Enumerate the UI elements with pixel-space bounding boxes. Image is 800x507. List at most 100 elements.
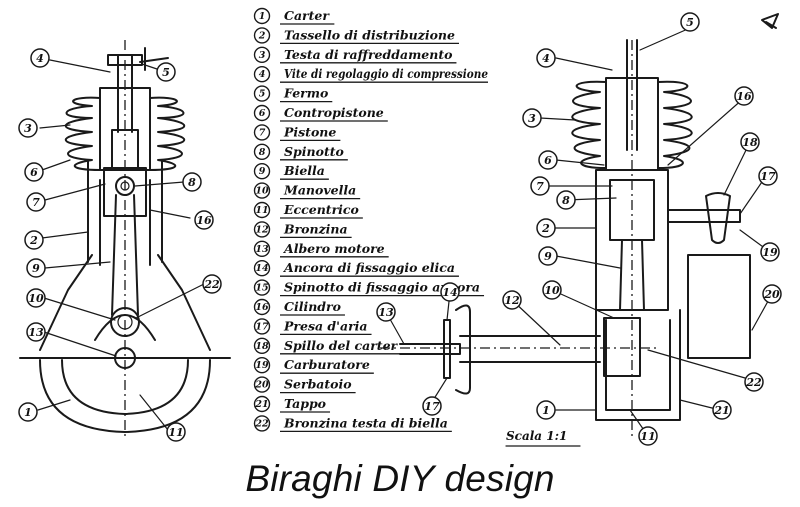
legend-item: 19 Carburatore [253, 357, 374, 374]
right-conrod [619, 239, 645, 311]
callout-number: 17 [424, 400, 440, 413]
legend-number: 14 [255, 263, 268, 274]
callout-circle [638, 426, 658, 446]
legend-label: Albero motore [283, 241, 385, 256]
legend-label: Spillo del carter [284, 338, 399, 353]
callout-number: 17 [760, 170, 776, 183]
legend-label: Tappo [284, 396, 326, 411]
callout-circle [26, 192, 46, 212]
legend-number: 6 [259, 108, 266, 119]
legend-label: Pistone [283, 124, 336, 139]
callout-circle [538, 246, 558, 266]
right-intake-tube [667, 209, 741, 223]
legend-label: Testa di raffreddamento [284, 47, 452, 62]
callout-circle [376, 302, 396, 322]
legend-number: 5 [259, 89, 266, 100]
callout-circle [18, 118, 38, 138]
callout-number: 18 [742, 136, 758, 149]
callout-circle [26, 258, 46, 278]
legend-label: Presa d'aria [283, 318, 368, 333]
legend-number: 20 [254, 380, 269, 391]
callout-circle [24, 162, 44, 182]
legend-number-circle [253, 376, 271, 393]
callout-circle [166, 422, 186, 442]
legend-number-circle [253, 7, 271, 25]
legend-number-circle [253, 27, 271, 44]
left-crankshaft [114, 347, 136, 369]
legend-label: Serbatoio [284, 377, 352, 392]
callout-number: 8 [188, 176, 196, 189]
callout-circle [762, 284, 782, 304]
legend-number-circle [253, 104, 271, 122]
legend-number: 13 [255, 244, 269, 255]
callout-number: 8 [562, 194, 570, 207]
legend-label: Carburatore [284, 357, 370, 372]
legend-item: 20 Serbatoio [253, 376, 356, 394]
legend-number: 10 [255, 186, 269, 197]
callout-number: 9 [32, 262, 40, 275]
callout-circle [156, 62, 176, 82]
callout-number: 7 [536, 180, 544, 193]
legend-number: 15 [255, 283, 269, 294]
callout-number: 19 [762, 246, 778, 259]
callout-number: 4 [36, 52, 44, 65]
callout-number: 1 [542, 404, 550, 417]
left-section-view [19, 40, 231, 440]
left-cylinder-walls [87, 159, 163, 263]
callout-number: 5 [686, 16, 694, 29]
right-screw [626, 39, 638, 151]
left-cooling-fins-right [149, 96, 186, 171]
callout-circle [538, 150, 558, 170]
callout-circle [440, 282, 460, 302]
left-crank-web [94, 314, 156, 341]
callout-number: 22 [745, 376, 762, 389]
callout-circle [502, 290, 522, 310]
legend-number-circle [253, 46, 271, 63]
right-piston [609, 179, 655, 241]
legend-number: 2 [258, 30, 266, 41]
callout-circle [740, 132, 760, 152]
callout-circle [734, 86, 754, 106]
left-piston-pin [115, 176, 135, 196]
callout-circle [542, 280, 562, 300]
callout-circle [202, 274, 222, 294]
right-cooling-fins-left [571, 80, 607, 169]
right-fuel-tank [687, 254, 751, 359]
legend-number: 3 [259, 50, 266, 61]
legend-number: 22 [254, 418, 269, 429]
callout-number: 6 [30, 166, 38, 179]
legend-label: Fermo [283, 86, 328, 101]
callout-circle [18, 402, 38, 422]
legend-number-circle [253, 182, 271, 199]
callout-circle [26, 322, 46, 342]
callout-circle [760, 242, 780, 262]
right-crankcase [595, 309, 681, 421]
legend-number-circle [253, 201, 271, 219]
left-cylinder-liner [99, 179, 151, 266]
callout-number: 13 [28, 326, 44, 339]
right-prop-anchor [443, 319, 451, 379]
callout-number: 4 [542, 52, 550, 65]
legend-number: 19 [255, 360, 269, 371]
right-cylinder-body [595, 169, 669, 311]
callout-number: 21 [713, 404, 729, 417]
legend-number: 16 [255, 302, 269, 313]
left-cooling-fins-left [64, 96, 101, 171]
legend-number-circle [253, 162, 271, 180]
left-piston-pin-hole [120, 181, 130, 191]
callout-number: 3 [24, 122, 32, 135]
callout-number: 12 [504, 294, 520, 307]
callout-number: 16 [736, 90, 752, 103]
legend-number-circle [253, 337, 271, 354]
callout-circle [536, 218, 556, 238]
callout-number: 14 [442, 286, 457, 299]
legend-number: 4 [259, 69, 266, 80]
callout-circle [536, 400, 556, 420]
left-crankcase-outer [39, 359, 211, 433]
